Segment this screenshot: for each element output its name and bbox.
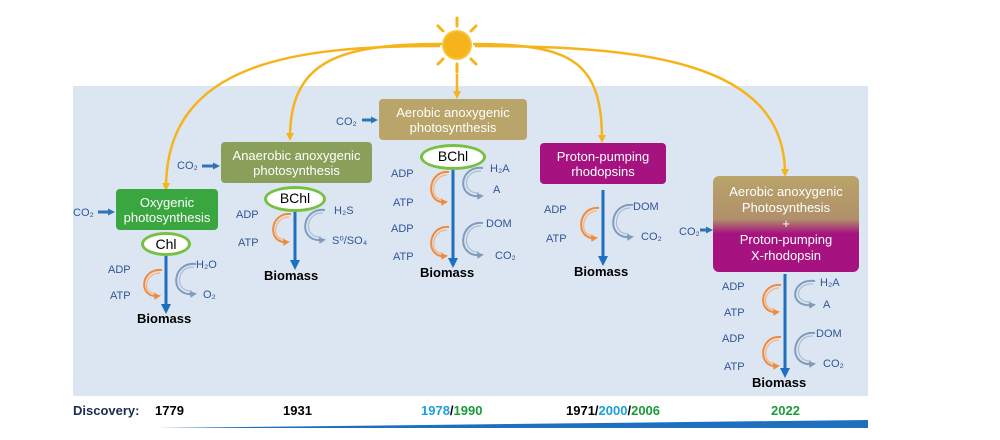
co2-input-combined: CO₂ xyxy=(679,226,700,238)
discovery-year-segment: 2022 xyxy=(771,403,800,418)
adp-label: ADP xyxy=(722,281,745,293)
product-label: S⁰/SO₄ xyxy=(332,235,368,247)
combined-box-fill xyxy=(713,176,859,272)
oxygenic-title-box: Oxygenic photosynthesis xyxy=(116,189,218,230)
product-label: CO₂ xyxy=(641,231,662,243)
discovery-year-segment: / xyxy=(594,403,599,418)
pigment-bchl-aerobic: BChl xyxy=(420,144,486,170)
electron-flow-arrow-inner xyxy=(307,212,324,238)
biomass-label: Biomass xyxy=(574,264,629,279)
discovery-year-combined: 2022 xyxy=(771,403,800,418)
discovery-year-segment: 2000 xyxy=(598,403,628,418)
adp-atp-arrow-inner xyxy=(765,339,780,364)
discovery-year-segment: / xyxy=(627,403,632,418)
co2-input-oxygenic: CO₂ xyxy=(73,207,94,219)
adp-atp-arrow-inner xyxy=(765,287,780,310)
product-label: A xyxy=(493,184,501,196)
timeline-wedge xyxy=(155,420,868,428)
atp-label: ATP xyxy=(546,233,567,245)
donor-label: H₂O xyxy=(196,259,217,271)
light-arrow-rhodopsin xyxy=(472,42,606,143)
electron-flow-arrow xyxy=(462,221,484,259)
donor-label: H₂A xyxy=(490,163,510,175)
adp-label: ADP xyxy=(391,168,414,180)
electron-flow-arrow xyxy=(462,166,484,200)
electron-flow-arrow xyxy=(612,203,634,241)
discovery-year-aerobic: 1978/1990 xyxy=(421,403,482,418)
discovery-year-segment: 1971 xyxy=(566,403,595,418)
electron-flow-arrow xyxy=(304,208,326,244)
adp-atp-arrow-inner xyxy=(433,174,448,200)
electron-flow-arrow-inner xyxy=(797,335,814,362)
donor-label: H₂S xyxy=(334,205,354,217)
pigment-bchl-anaerobic: BChl xyxy=(264,186,326,212)
electron-flow-arrow xyxy=(794,279,816,309)
discovery-year-segment: 1779 xyxy=(155,403,184,418)
discovery-label: Discovery: xyxy=(73,403,140,418)
adp-atp-arrow xyxy=(580,206,600,242)
adp-label: ADP xyxy=(544,204,567,216)
atp-label: ATP xyxy=(238,237,259,249)
electron-flow-arrow-inner xyxy=(465,225,482,253)
rhodopsin-title-box: Proton-pumping rhodopsins xyxy=(540,143,666,184)
atp-label: ATP xyxy=(724,361,745,373)
atp-label: ATP xyxy=(110,290,131,302)
atp-label: ATP xyxy=(393,251,414,263)
donor-label: DOM xyxy=(816,328,842,340)
discovery-year-oxygenic: 1779 xyxy=(155,403,184,418)
atp-label: ATP xyxy=(724,307,745,319)
biomass-label: Biomass xyxy=(137,311,192,326)
adp-atp-arrow xyxy=(272,212,292,246)
adp-label: ADP xyxy=(236,209,259,221)
light-arrow-anaerobic xyxy=(286,42,443,141)
adp-atp-arrow-inner xyxy=(583,210,598,236)
co2-input-anaerobic: CO₂ xyxy=(177,160,198,172)
discovery-year-segment: 1990 xyxy=(453,403,483,418)
discovery-year-segment: 1978 xyxy=(421,403,450,418)
light-arrow-combined xyxy=(474,44,789,177)
pigment-chl: Chl xyxy=(141,232,191,256)
adp-atp-arrow xyxy=(143,268,163,300)
atp-label: ATP xyxy=(393,197,414,209)
aerobic-title-box: Aerobic anoxygenic photosynthesis xyxy=(379,99,527,140)
product-label: CO₂ xyxy=(495,250,516,262)
adp-label: ADP xyxy=(722,333,745,345)
discovery-year-segment: 1931 xyxy=(283,403,312,418)
electron-flow-arrow-inner xyxy=(178,266,195,292)
donor-label: H₂A xyxy=(820,277,840,289)
product-label: O₂ xyxy=(203,289,216,301)
product-label: A xyxy=(823,299,831,311)
electron-flow-arrow xyxy=(794,331,816,368)
adp-atp-arrow xyxy=(430,225,450,260)
anaerobic-title-box: Anaerobic anoxygenic photosynthesis xyxy=(221,142,372,183)
combined-title-box: Aerobic anoxygenic Photosynthesis + Prot… xyxy=(729,184,843,263)
discovery-year-rhodopsin: 1971/2000/2006 xyxy=(566,403,660,418)
biomass-label: Biomass xyxy=(752,375,807,390)
electron-flow-arrow-inner xyxy=(615,207,632,235)
adp-atp-arrow xyxy=(762,335,782,370)
adp-atp-arrow-inner xyxy=(433,229,448,254)
discovery-year-segment: / xyxy=(449,403,454,418)
adp-atp-arrow xyxy=(430,170,450,206)
electron-flow-arrow xyxy=(175,262,197,298)
donor-label: DOM xyxy=(633,201,659,213)
adp-label: ADP xyxy=(108,264,131,276)
electron-flow-arrow-inner xyxy=(465,170,482,194)
biomass-label: Biomass xyxy=(420,265,475,280)
adp-atp-arrow xyxy=(762,283,782,316)
co2-input-aerobic: CO₂ xyxy=(336,116,357,128)
biomass-label: Biomass xyxy=(264,268,319,283)
donor-label: DOM xyxy=(486,218,512,230)
adp-atp-arrow-inner xyxy=(146,272,161,294)
product-label: CO₂ xyxy=(823,358,844,370)
adp-atp-arrow-inner xyxy=(275,216,290,240)
discovery-year-anaerobic: 1931 xyxy=(283,403,312,418)
electron-flow-arrow-inner xyxy=(797,283,814,303)
sun-icon xyxy=(428,16,486,74)
adp-label: ADP xyxy=(391,223,414,235)
discovery-year-segment: 2006 xyxy=(631,403,661,418)
